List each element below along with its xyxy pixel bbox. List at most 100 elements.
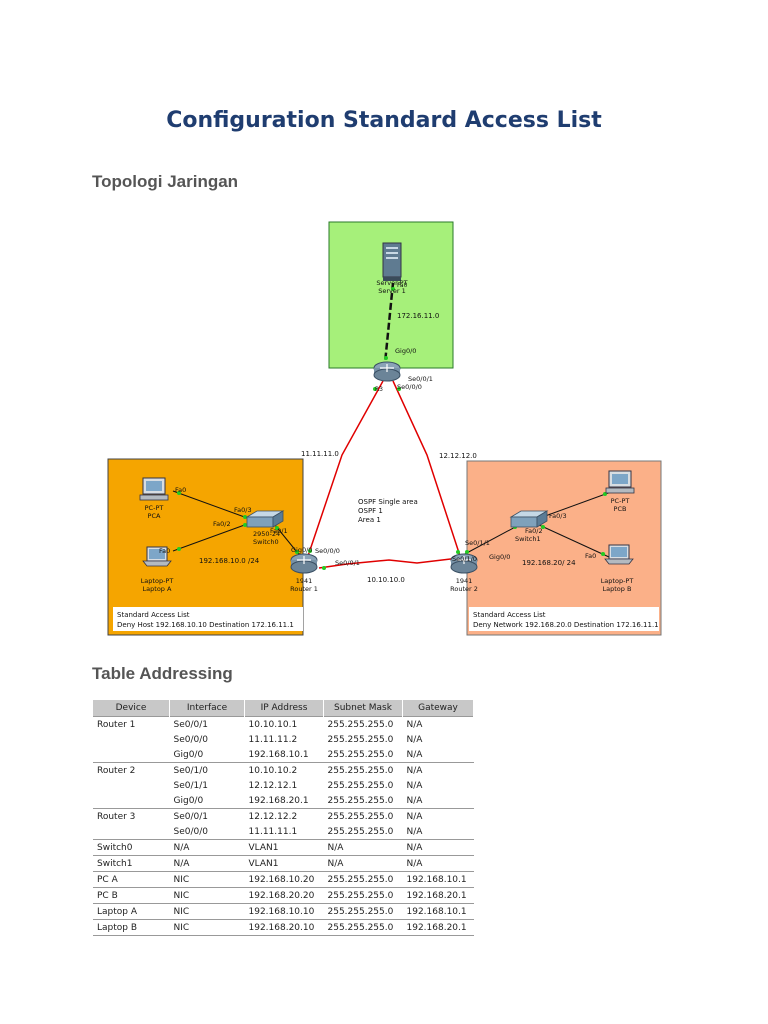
laptop-a-icon[interactable] xyxy=(142,546,172,567)
serial-link-r1-r2 xyxy=(318,557,460,569)
left-acl-rule: Deny Host 192.168.10.10 Destination 172.… xyxy=(117,621,294,629)
column-header: Device xyxy=(93,700,170,717)
switch0-icon[interactable] xyxy=(245,510,285,528)
table-cell xyxy=(93,778,170,793)
table-cell: NIC xyxy=(169,887,245,904)
table-cell: VLAN1 xyxy=(244,839,324,856)
router2-name-label: Router 2 xyxy=(450,585,478,593)
switch0-fa1-label: Fa0/1 xyxy=(270,527,288,535)
table-cell: Se0/0/0 xyxy=(173,734,209,745)
router1-se1-label: Se0/0/1 xyxy=(335,559,360,567)
column-header: Gateway xyxy=(402,700,474,717)
page-title: Configuration Standard Access List xyxy=(166,108,602,133)
table-cell: 10.10.10.1 xyxy=(244,716,324,732)
pca-port-label: Fa0 xyxy=(175,486,186,494)
link-right-label: 12.12.12.0 xyxy=(439,452,477,460)
laptop-b-type-label: Laptop-PT xyxy=(601,577,634,585)
table-cell: Router 3 xyxy=(93,808,170,824)
table-cell: 192.168.20.10 xyxy=(244,919,324,936)
table-cell: 255.255.255.0 xyxy=(327,734,394,745)
table-cell: N/A xyxy=(402,716,474,732)
pcb-name-label: PCB xyxy=(614,505,627,513)
table-cell: 255.255.255.0 xyxy=(323,762,403,778)
laptop-a-name-label: Laptop A xyxy=(143,585,172,593)
table-cell: 192.168.10.1 xyxy=(248,749,309,760)
router1-gig-label: Gig0/0 xyxy=(291,546,312,554)
switch1-laptopb-link xyxy=(536,523,610,558)
table-cell: 255.255.255.0 xyxy=(327,780,394,791)
left-network-label: 192.168.10.0 /24 xyxy=(199,557,260,565)
ospf-line-1: OSPF Single area xyxy=(358,498,418,506)
table-cell: 255.255.255.0 xyxy=(323,716,403,732)
table-cell: Se0/1/0 xyxy=(169,762,245,778)
table-cell: N/A xyxy=(169,839,245,856)
table-cell: N/A xyxy=(402,808,474,824)
router2-icon[interactable] xyxy=(450,553,478,574)
table-cell: Router 1 xyxy=(93,716,170,732)
table-cell: 11.11.11.2 xyxy=(248,734,298,745)
table-cell: N/A xyxy=(323,839,403,856)
table-cell: 255.255.255.0 xyxy=(327,826,394,837)
router1-model-label: 1941 xyxy=(296,577,313,585)
table-cell: 192.168.20.1 xyxy=(402,919,474,936)
table-cell: 192.168.10.1 xyxy=(402,903,474,920)
switch1-icon[interactable] xyxy=(509,510,549,528)
topology-heading: Topologi Jaringan xyxy=(92,172,239,191)
router2-model-label: 1941 xyxy=(456,577,473,585)
laptop-b-port-label: Fa0 xyxy=(585,552,596,560)
pcb-icon[interactable] xyxy=(605,470,635,494)
switch1-pcb-link xyxy=(536,491,612,520)
table-cell: N/A xyxy=(402,855,474,872)
ospf-line-2: OSPF 1 xyxy=(358,507,383,515)
router2-gig-label: Gig0/0 xyxy=(489,553,510,561)
router1-icon[interactable] xyxy=(290,553,318,574)
router3-icon[interactable] xyxy=(373,361,401,382)
server-icon[interactable] xyxy=(382,242,402,281)
table-cell xyxy=(93,747,170,763)
router3-gig-label: Gig0/0 xyxy=(395,347,416,355)
table-cell: Laptop B xyxy=(93,919,170,936)
router2-se11-label: Se0/1/1 xyxy=(465,539,490,547)
router3-se1-label: Se0/0/1 xyxy=(408,375,433,383)
server-link-label: 172.16.11.0 xyxy=(397,312,439,320)
table-cell: 192.168.10.20 xyxy=(244,871,324,888)
table-heading: Table Addressing xyxy=(92,664,233,683)
column-header: Subnet Mask xyxy=(323,700,403,717)
table-cell: NIC xyxy=(169,903,245,920)
table-cell: Se0/0/0 xyxy=(173,826,209,837)
table-header-row: Device Interface IP Address Subnet Mask … xyxy=(93,700,474,717)
switch0-fa3-label: Fa0/3 xyxy=(234,506,252,514)
pca-icon[interactable] xyxy=(139,477,169,501)
table-cell: N/A xyxy=(406,780,423,791)
table-cell: Se0/0/1 xyxy=(169,808,245,824)
laptop-a-type-label: Laptop-PT xyxy=(141,577,174,585)
laptop-b-name-label: Laptop B xyxy=(603,585,632,593)
switch1-fa2-label: Fa0/2 xyxy=(525,527,543,535)
server-type-label: Server-PT xyxy=(376,279,407,287)
right-network-label: 192.168.20/ 24 xyxy=(522,559,576,567)
table-cell: 192.168.20.20 xyxy=(244,887,324,904)
switch0-model-label: 2950-24 xyxy=(253,530,280,538)
table-cell: Gig0/0 xyxy=(173,795,204,806)
table-cell: PC B xyxy=(93,887,170,904)
switch0-fa2-label: Fa0/2 xyxy=(213,520,231,528)
right-acl-box xyxy=(469,607,659,631)
table-cell: N/A xyxy=(406,734,423,745)
router3-se0-label: Se0/0/0 xyxy=(397,383,422,391)
table-cell: Laptop A xyxy=(93,903,170,920)
table-cell: Router 2 xyxy=(93,762,170,778)
left-zone xyxy=(107,458,304,636)
server-port-label: Fa0 xyxy=(397,282,408,289)
table-cell: N/A xyxy=(406,795,423,806)
table-cell: N/A xyxy=(402,762,474,778)
pca-name-label: PCA xyxy=(148,512,161,520)
laptop-b-icon[interactable] xyxy=(604,544,634,565)
